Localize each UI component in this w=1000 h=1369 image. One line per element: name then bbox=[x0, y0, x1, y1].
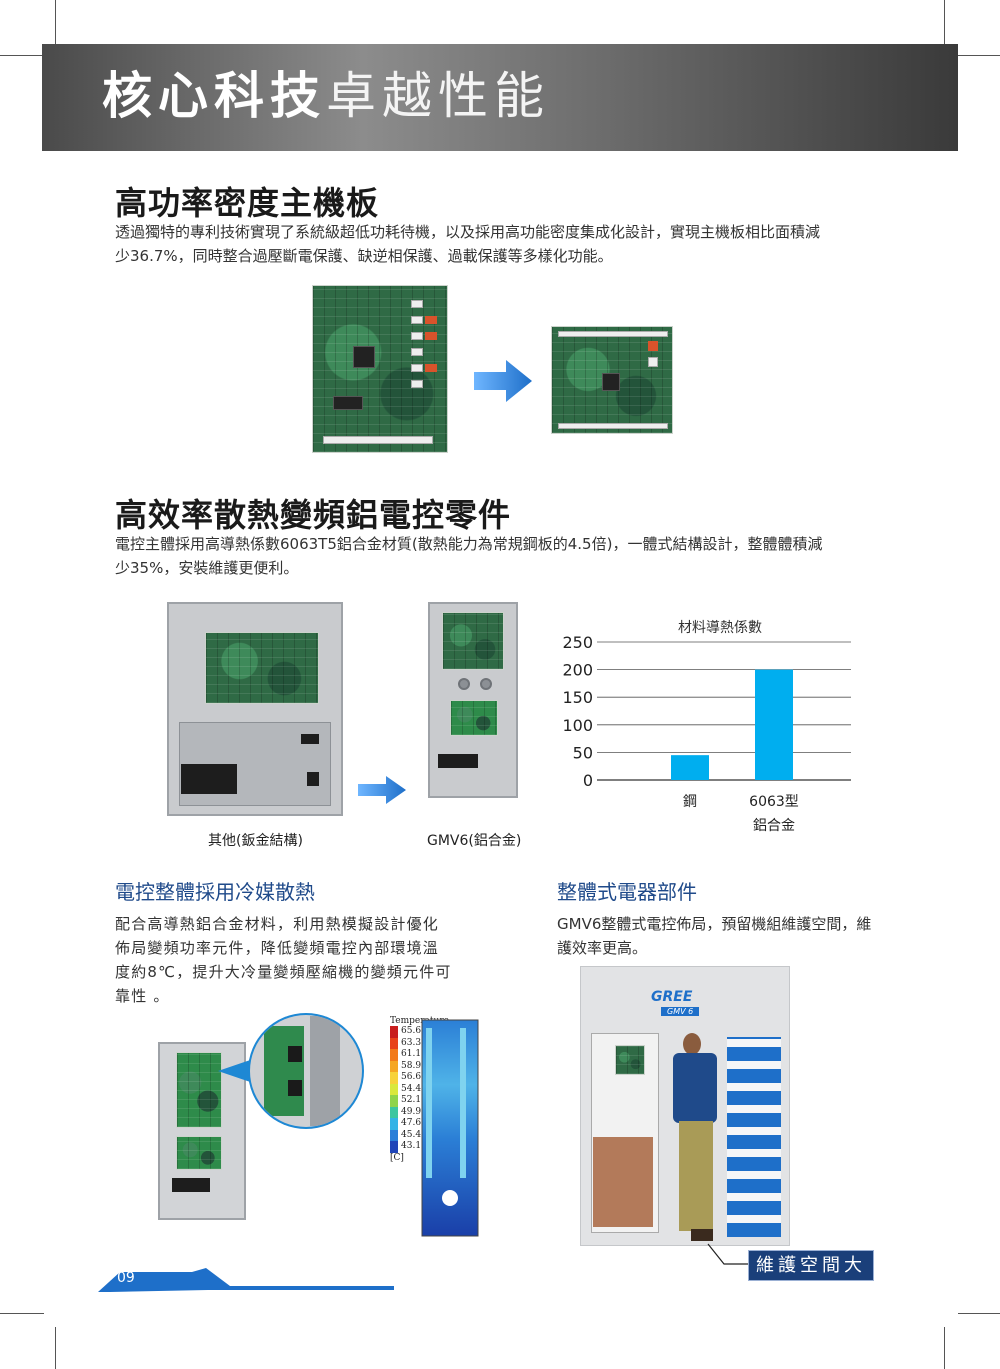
legend-swatch bbox=[390, 1083, 398, 1095]
cabinet-zoom-image bbox=[218, 1013, 364, 1129]
caption-aluminum: GMV6(鋁合金) bbox=[427, 833, 522, 849]
gree-logo: GREE bbox=[651, 989, 693, 1005]
title-bold: 核心科技 bbox=[102, 67, 326, 125]
legend-unit: [C] bbox=[390, 1152, 404, 1163]
section-heading-pcb: 高功率密度主機板 bbox=[115, 184, 380, 222]
legend-swatch bbox=[390, 1118, 398, 1130]
legend-row: 65.6 bbox=[390, 1026, 449, 1038]
legend-value: 47.6 bbox=[401, 1118, 422, 1128]
sheet-metal-cabinet-image bbox=[167, 602, 343, 816]
legend-swatch bbox=[390, 1141, 398, 1153]
section-body-pcb: 透過獨特的專利技術實現了系統級超低功耗待機，以及採用高功能密度集成化設計，實現主… bbox=[115, 223, 821, 265]
legend-value: 43.1 bbox=[401, 1141, 422, 1151]
section-body-refrigerant: 配合高導熱鋁合金材料，利用熱模擬設計優化 佈局變頻功率元件，降低變頻電控內部環境… bbox=[115, 915, 452, 1005]
crop-mark bbox=[55, 1327, 56, 1369]
legend-swatch bbox=[390, 1106, 398, 1118]
legend-swatch bbox=[390, 1049, 398, 1061]
header-banner: 核心科技卓越性能 bbox=[42, 44, 958, 151]
title-light: 卓越性能 bbox=[326, 67, 550, 125]
legend-row: 54.4 bbox=[390, 1083, 449, 1095]
crop-mark bbox=[0, 1313, 44, 1314]
legend-value: 49.9 bbox=[401, 1106, 422, 1117]
legend-value: 63.3 bbox=[401, 1037, 422, 1048]
arrow-right-icon bbox=[474, 360, 532, 402]
y-tick-label: 0 bbox=[583, 771, 593, 790]
x-category-label: 鋁合金 bbox=[753, 818, 795, 834]
legend-swatch bbox=[390, 1037, 398, 1049]
legend-value: 52.1 bbox=[401, 1095, 422, 1105]
section-body-aluminum: 電控主體採用高導熱係數6063T5鋁合金材質(散熱能力為常規鋼板的4.5倍)，一… bbox=[115, 535, 823, 577]
legend-row: 58.9 bbox=[390, 1060, 449, 1072]
legend-row: 63.3 bbox=[390, 1037, 449, 1049]
chart-bar bbox=[755, 669, 793, 780]
crop-mark bbox=[55, 0, 56, 44]
cabinet-refrigerant-image bbox=[158, 1042, 246, 1220]
page-number: 09 bbox=[117, 1270, 135, 1286]
y-tick-label: 200 bbox=[562, 661, 593, 680]
legend-row: 43.1 bbox=[390, 1141, 449, 1153]
legend-swatch bbox=[390, 1095, 398, 1107]
legend-row: 61.1 bbox=[390, 1049, 449, 1061]
y-tick-label: 250 bbox=[562, 633, 593, 652]
crop-mark bbox=[0, 55, 44, 56]
footer-page-tab bbox=[98, 1268, 394, 1292]
crop-mark bbox=[958, 1313, 1000, 1314]
legend-swatch bbox=[390, 1129, 398, 1141]
chart-title: 材料導熱係數 bbox=[678, 620, 762, 636]
page-title: 核心科技卓越性能 bbox=[102, 66, 550, 126]
y-tick-label: 150 bbox=[562, 688, 593, 707]
crop-mark bbox=[944, 0, 945, 44]
callout-line bbox=[707, 1243, 750, 1265]
caption-sheet-metal: 其他(鈑金結構) bbox=[208, 833, 303, 849]
arrow-right-icon bbox=[358, 776, 406, 804]
gmv6-badge: GMV 6 bbox=[661, 1007, 700, 1016]
legend-value: 45.4 bbox=[401, 1129, 422, 1140]
legend-row: 47.6 bbox=[390, 1118, 449, 1130]
legend-value: 54.4 bbox=[401, 1083, 422, 1094]
section-heading-aluminum: 高效率散熱變頻鋁電控零件 bbox=[115, 496, 512, 534]
chart-bar bbox=[671, 755, 709, 780]
thermal-simulation-image bbox=[421, 1019, 479, 1237]
gmv6-unit-image: GREE GMV 6 bbox=[580, 966, 790, 1246]
legend-title: Temperature bbox=[390, 1016, 449, 1026]
maintenance-space-label: 維護空間大 bbox=[748, 1250, 874, 1281]
legend-value: 61.1 bbox=[401, 1049, 422, 1059]
aluminum-cabinet-image bbox=[428, 602, 518, 798]
legend-row: 56.6 bbox=[390, 1072, 449, 1084]
section-heading-refrigerant: 電控整體採用冷媒散熱 bbox=[115, 880, 315, 904]
crop-mark bbox=[944, 1327, 945, 1369]
legend-value: 65.6 bbox=[401, 1026, 422, 1036]
section-body-integrated: GMV6整體式電控佈局，預留機組維護空間，維 護效率更高。 bbox=[557, 915, 872, 957]
legend-row: 45.4 bbox=[390, 1129, 449, 1141]
pcb-compact-image bbox=[551, 326, 673, 434]
crop-mark bbox=[958, 55, 1000, 56]
technician-figure bbox=[673, 1033, 725, 1243]
legend-row: 52.1 bbox=[390, 1095, 449, 1107]
x-category-label: 鋼 bbox=[683, 794, 697, 810]
legend-value: 56.6 bbox=[401, 1072, 422, 1082]
x-category-label: 6063型 bbox=[749, 794, 799, 810]
legend-value: 58.9 bbox=[401, 1060, 422, 1071]
section-heading-integrated: 整體式電器部件 bbox=[557, 880, 697, 904]
legend-swatch bbox=[390, 1072, 398, 1084]
y-tick-label: 50 bbox=[573, 743, 593, 762]
legend-swatch bbox=[390, 1026, 398, 1038]
y-tick-label: 100 bbox=[562, 716, 593, 735]
pcb-large-image bbox=[312, 285, 448, 453]
legend-row: 49.9 bbox=[390, 1106, 449, 1118]
legend-swatch bbox=[390, 1060, 398, 1072]
